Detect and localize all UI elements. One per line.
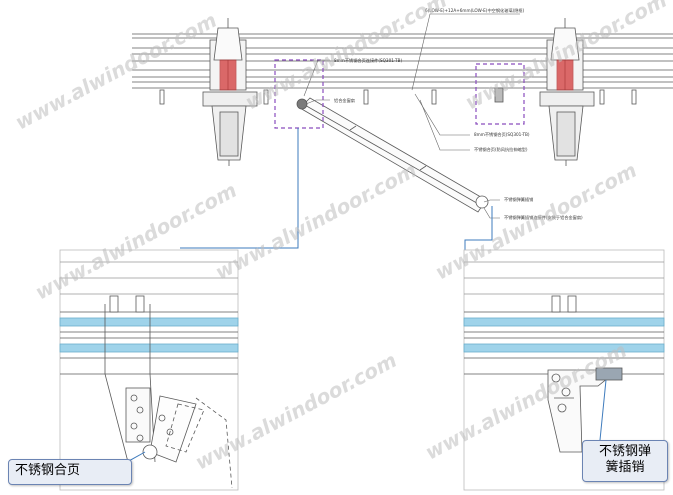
note-sash: 铝合金窗扇 — [334, 97, 355, 104]
note-leaders — [303, 13, 520, 219]
top-assembly — [132, 13, 673, 219]
annotations: 6(LOW-E)+12A+6mm(LOW-E)中空钢化玻璃(隐框) 8mm不锈钢… — [334, 7, 583, 221]
callout-stainless-hinge: 不锈钢合页 — [8, 459, 132, 485]
open-sash — [299, 97, 489, 213]
note-hinge-type: 不锈钢合页(防风抗拉伸缩型) — [474, 146, 528, 153]
callout-right-line1: 不锈钢弹 — [598, 444, 651, 459]
left-mullion — [202, 18, 258, 166]
latch-zoom-panel — [463, 249, 665, 491]
note-latch-connector: 不锈钢弹簧插销连接件(安装于铝合金窗扇) — [504, 214, 583, 221]
callout-stainless-spring-latch: 不锈钢弹 簧插销 — [582, 440, 668, 482]
right-mullion — [539, 18, 595, 166]
watermark-text: www.alwindoor.com — [211, 158, 421, 285]
hinge-detail-marker — [274, 59, 324, 129]
watermark-text: www.alwindoor.com — [11, 8, 221, 135]
detail-connectors — [180, 128, 493, 250]
latch-detail-marker — [475, 63, 525, 125]
note-hinge: 8mm不锈钢合页(SQ301-TB) — [474, 131, 530, 138]
note-glass-spec: 6(LOW-E)+12A+6mm(LOW-E)中空钢化玻璃(隐框) — [425, 7, 525, 14]
callout-left-text: 不锈钢合页 — [15, 463, 81, 478]
note-hinge-connector: 8mm不锈钢合页连接件(SQ301-TB) — [334, 57, 402, 64]
hinge-zoom-panel — [59, 249, 239, 491]
rail-brackets — [159, 89, 637, 105]
note-latch: 不锈钢弹簧插销 — [504, 196, 533, 203]
callout-right-line2: 簧插销 — [605, 460, 645, 475]
